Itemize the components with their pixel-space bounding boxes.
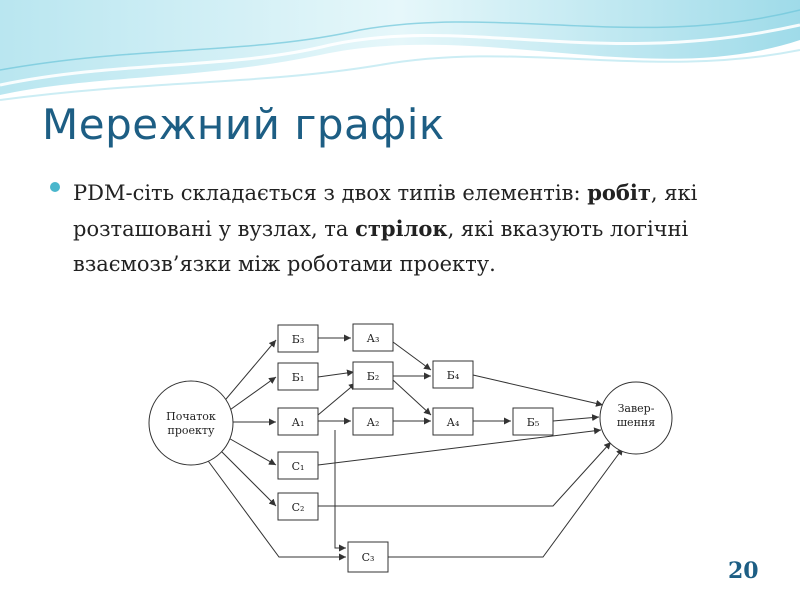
- node-b4: Б₄: [432, 360, 474, 389]
- bullet-text-bold-arrows: стрілок: [355, 216, 448, 241]
- edge-b1-b2: [317, 369, 355, 378]
- node-a4-label: А₄: [447, 416, 460, 429]
- node-b1: Б₁: [277, 362, 319, 391]
- bullet-text: PDM-сіть складається з двох типів елемен…: [73, 175, 713, 282]
- bullet-text-bold-works: робіт: [587, 180, 651, 205]
- slide-title: Мережний графік: [42, 100, 445, 149]
- edge-start-b3: [220, 339, 277, 406]
- bullet-text-part3: , які вказують логічні взаємозв’язки між…: [73, 217, 689, 276]
- edge-start-c1: [224, 435, 277, 466]
- node-b5-label: Б₅: [527, 416, 540, 429]
- node-b3: Б₃: [277, 324, 319, 353]
- start-node-label-line2: проекту: [168, 424, 215, 437]
- decorative-wave-header: [0, 0, 800, 110]
- edge-b5-end: [552, 414, 600, 422]
- node-c1: С₁: [277, 451, 319, 480]
- node-b4-label: Б₄: [447, 369, 460, 382]
- end-node-label-line2: шення: [617, 416, 655, 429]
- node-a4: А₄: [432, 407, 474, 436]
- node-b2-label: Б₂: [367, 370, 380, 383]
- node-a2: А₂: [352, 407, 394, 436]
- node-b5: Б₅: [512, 407, 554, 436]
- node-a1-label: А₁: [292, 416, 305, 429]
- node-c2-label: С₂: [292, 501, 305, 514]
- slide-page-number: 20: [728, 558, 759, 584]
- start-node-label-line1: Початок: [166, 410, 216, 423]
- edge-a3-b4: [392, 341, 432, 371]
- start-node: [148, 380, 234, 466]
- edge-b2-a4: [392, 379, 432, 416]
- node-a3-label: А₃: [367, 332, 380, 345]
- node-b2: Б₂: [352, 361, 394, 390]
- bullet-text-part1: PDM-сіть складається з двох типів елемен…: [73, 181, 588, 205]
- node-c2: С₂: [277, 492, 319, 521]
- node-a2-label: А₂: [367, 416, 380, 429]
- edge-a1-b2: [317, 382, 357, 416]
- node-c3: С₃: [347, 541, 389, 573]
- node-b1-label: Б₁: [292, 371, 305, 384]
- node-c3-label: С₃: [362, 551, 375, 564]
- end-node: [599, 381, 673, 455]
- edge-start-c2: [215, 445, 277, 507]
- node-a1: А₁: [277, 407, 319, 436]
- edge-start-b1: [226, 376, 277, 413]
- node-c1-label: С₁: [292, 460, 305, 473]
- edge-c3-end: [388, 447, 624, 558]
- edge-c2-end: [318, 441, 612, 507]
- edge-c1-end: [317, 427, 602, 466]
- end-node-label-line1: Завер-: [618, 402, 655, 415]
- edge-b4-end: [472, 374, 604, 407]
- bullet-text-part2: , які розташовані у вузлах, та: [73, 181, 698, 241]
- diagram-edges: [202, 334, 624, 561]
- bullet-icon: [50, 182, 60, 192]
- node-a3: А₃: [352, 323, 394, 352]
- edge-start-c3: [202, 453, 346, 561]
- network-diagram-svg: Початок проекту Завер- шення Б₃ Б₁ А₁ С₁…: [148, 323, 673, 573]
- node-b3-label: Б₃: [292, 333, 305, 346]
- network-diagram: Початок проекту Завер- шення Б₃ Б₁ А₁ С₁…: [141, 320, 689, 584]
- edge-a1-c3: [334, 430, 346, 552]
